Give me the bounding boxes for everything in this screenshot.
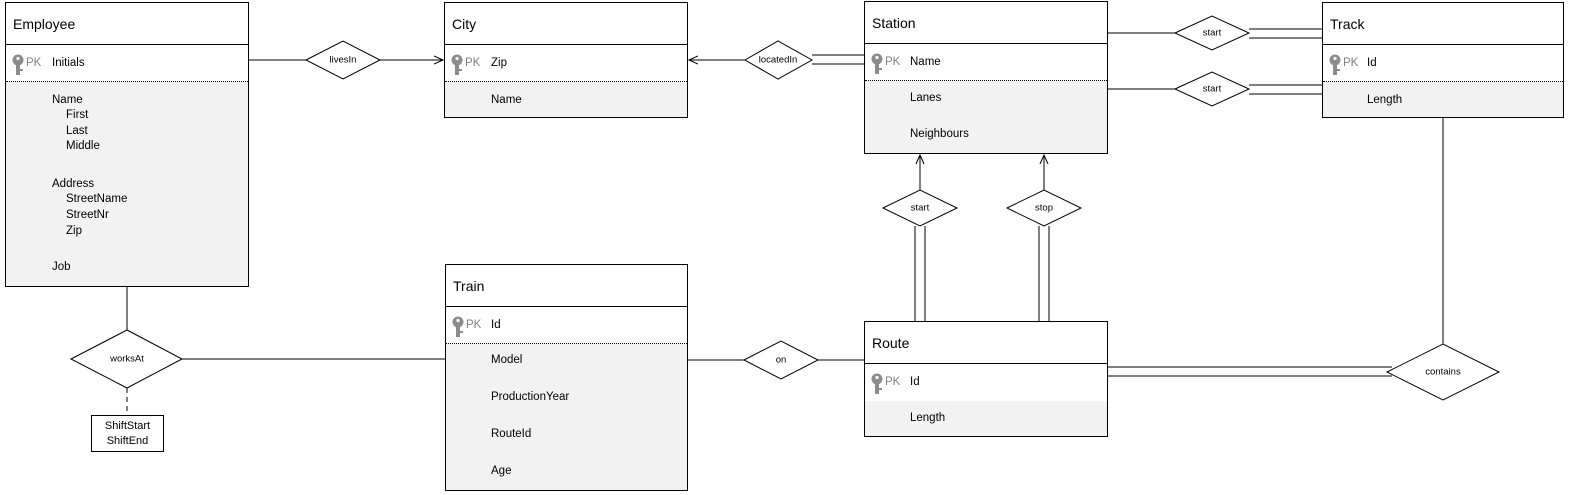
key-icon bbox=[451, 54, 463, 75]
attribute-length: Length bbox=[910, 412, 946, 424]
lives-in-diamond bbox=[304, 40, 382, 80]
stop-route-diamond bbox=[1005, 189, 1083, 227]
on-diamond bbox=[742, 340, 820, 380]
start-route-diamond bbox=[881, 189, 959, 227]
attribute-production-year: ProductionYear bbox=[491, 391, 570, 403]
pk-attribute: Initials bbox=[52, 57, 85, 69]
attribute-zip: Zip bbox=[66, 225, 82, 237]
pk-attribute: Id bbox=[1367, 57, 1377, 69]
entity-route: Route PK Id Length bbox=[864, 321, 1108, 437]
start-top-label: start bbox=[1202, 27, 1222, 39]
stop-route-label: stop bbox=[1035, 202, 1053, 214]
primary-key-row: PK Id bbox=[1323, 45, 1563, 82]
on-label: on bbox=[775, 354, 787, 366]
contains-diamond bbox=[1385, 343, 1501, 401]
pk-attribute: Id bbox=[910, 376, 920, 388]
pk-label: PK bbox=[885, 56, 901, 68]
entity-track: Track PK Id Length bbox=[1322, 2, 1564, 118]
attribute-middle: Middle bbox=[66, 140, 100, 152]
start-route-label: start bbox=[910, 202, 930, 214]
attribute-job: Job bbox=[52, 261, 71, 273]
key-icon bbox=[871, 373, 883, 394]
primary-key-row: PK Id bbox=[446, 307, 687, 344]
entity-station: Station PK Name Lanes Neighbours bbox=[864, 1, 1108, 154]
entity-title: Track bbox=[1323, 3, 1563, 45]
attribute-age: Age bbox=[491, 465, 512, 477]
pk-attribute: Id bbox=[491, 319, 501, 331]
start-mid-label: start bbox=[1202, 83, 1222, 95]
attribute-last: Last bbox=[66, 125, 88, 137]
attribute-length: Length bbox=[1367, 94, 1403, 106]
key-icon bbox=[871, 53, 883, 74]
start-mid-diamond bbox=[1173, 71, 1251, 107]
attribute-address: Address bbox=[52, 178, 95, 190]
primary-key-row: PK Initials bbox=[6, 45, 248, 82]
pk-attribute: Name bbox=[910, 56, 941, 68]
shift-start-label: ShiftStart bbox=[104, 420, 151, 432]
entity-title: City bbox=[445, 3, 687, 45]
entity-title: Employee bbox=[6, 3, 248, 45]
entity-train: Train PK Id Model ProductionYear RouteId… bbox=[445, 264, 688, 491]
key-icon bbox=[1329, 54, 1341, 75]
works-at-diamond bbox=[69, 329, 184, 389]
entity-employee: Employee PK Initials Name First Last Mid… bbox=[5, 2, 249, 287]
shift-end-label: ShiftEnd bbox=[106, 435, 149, 447]
pk-label: PK bbox=[466, 319, 482, 331]
located-in-diamond bbox=[743, 40, 814, 80]
entity-title: Route bbox=[865, 322, 1107, 364]
attribute-first: First bbox=[66, 109, 89, 121]
pk-label: PK bbox=[465, 57, 481, 69]
lives-in-label: livesIn bbox=[329, 54, 357, 66]
attribute-lanes: Lanes bbox=[910, 92, 942, 104]
key-icon bbox=[452, 316, 464, 337]
works-at-attributes-box: ShiftStart ShiftEnd bbox=[91, 415, 164, 452]
attribute-model: Model bbox=[491, 354, 523, 366]
primary-key-row: PK Zip bbox=[445, 45, 687, 82]
located-in-label: locatedIn bbox=[758, 54, 798, 66]
key-icon bbox=[12, 54, 24, 75]
attribute-street-nr: StreetNr bbox=[66, 209, 109, 221]
works-at-label: worksAt bbox=[110, 353, 144, 365]
pk-label: PK bbox=[885, 376, 901, 388]
primary-key-row: PK Name bbox=[865, 44, 1107, 81]
entity-title: Train bbox=[446, 265, 687, 307]
start-top-diamond bbox=[1173, 15, 1251, 51]
pk-label: PK bbox=[26, 57, 42, 69]
primary-key-row: PK Id bbox=[865, 364, 1107, 401]
attribute-name: Name bbox=[52, 94, 83, 106]
entity-title: Station bbox=[865, 2, 1107, 44]
attribute-name: Name bbox=[491, 94, 522, 106]
attribute-route-id: RouteId bbox=[491, 428, 532, 440]
pk-label: PK bbox=[1343, 57, 1359, 69]
entity-city: City PK Zip Name bbox=[444, 2, 688, 118]
attribute-neighbours: Neighbours bbox=[910, 128, 969, 140]
attribute-street-name: StreetName bbox=[66, 193, 128, 205]
contains-label: contains bbox=[1425, 366, 1461, 378]
pk-attribute: Zip bbox=[491, 57, 507, 69]
